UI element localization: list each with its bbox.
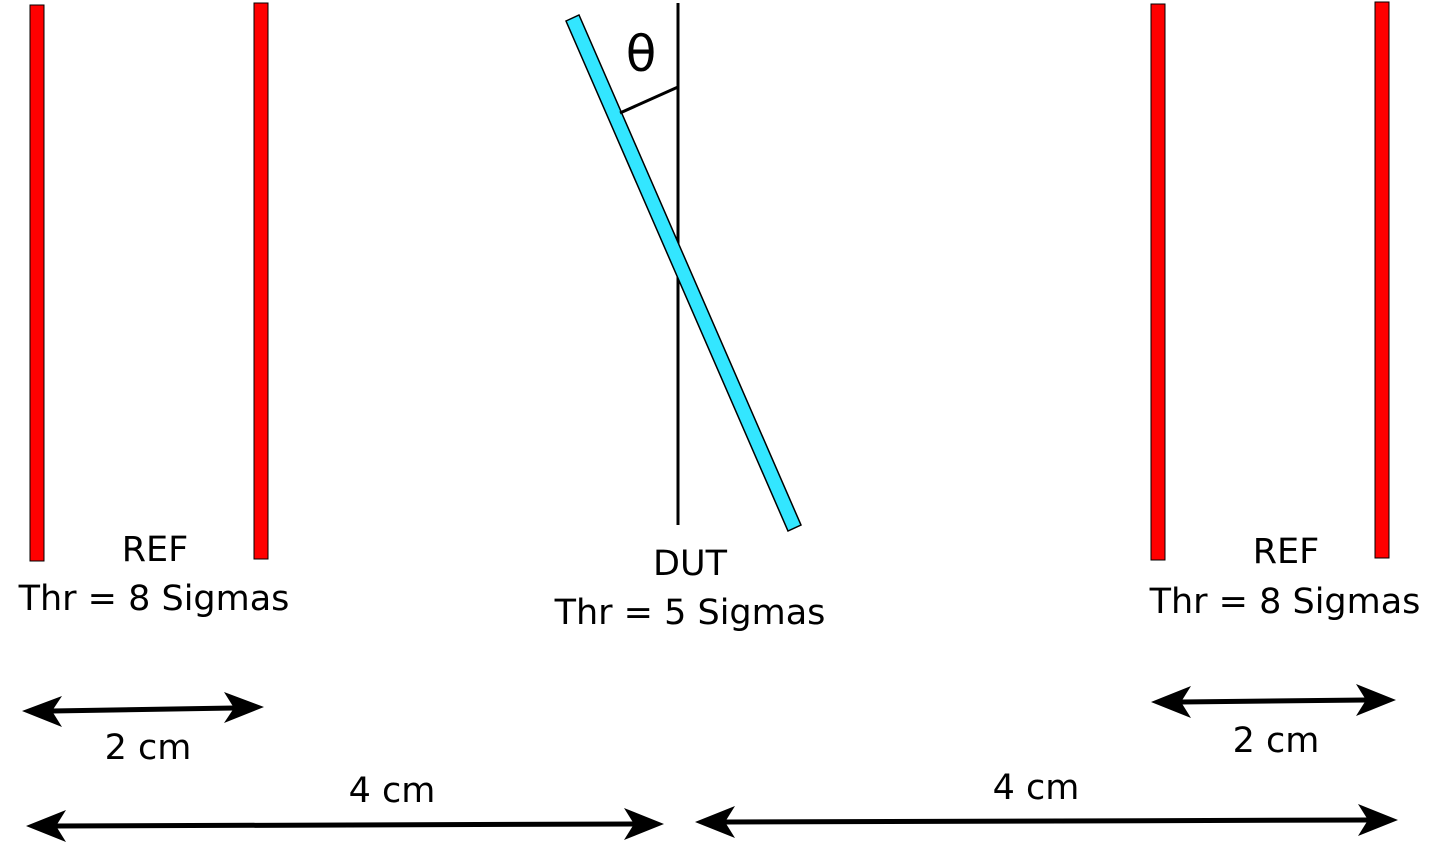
left-to-dut-label: 4 cm	[349, 771, 436, 811]
ref-plane-left-2	[253, 2, 269, 560]
right-ref-gap-label: 2 cm	[1233, 721, 1320, 761]
right-ref-gap-arrow	[1151, 684, 1396, 718]
dut-threshold: Thr = 5 Sigmas	[554, 593, 826, 633]
ref-left-name: REF	[122, 530, 189, 570]
ref-plane-left-1	[29, 4, 45, 562]
dut-to-right-arrow	[695, 804, 1398, 838]
left-to-dut-arrow	[26, 808, 664, 842]
dut-to-right-label: 4 cm	[993, 768, 1080, 808]
dut-name: DUT	[653, 544, 728, 584]
ref-right-name: REF	[1253, 532, 1320, 572]
ref-right-threshold: Thr = 8 Sigmas	[1149, 582, 1421, 622]
ref-plane-right-1	[1150, 3, 1166, 561]
ref-plane-right-2	[1374, 1, 1390, 559]
angle-theta-label: θ	[626, 25, 657, 83]
ref-left-threshold: Thr = 8 Sigmas	[18, 579, 290, 619]
left-ref-gap-label: 2 cm	[105, 728, 192, 768]
dut-plane	[565, 13, 802, 533]
left-ref-gap-arrow	[22, 692, 264, 727]
angle-indicator-line	[619, 85, 679, 115]
